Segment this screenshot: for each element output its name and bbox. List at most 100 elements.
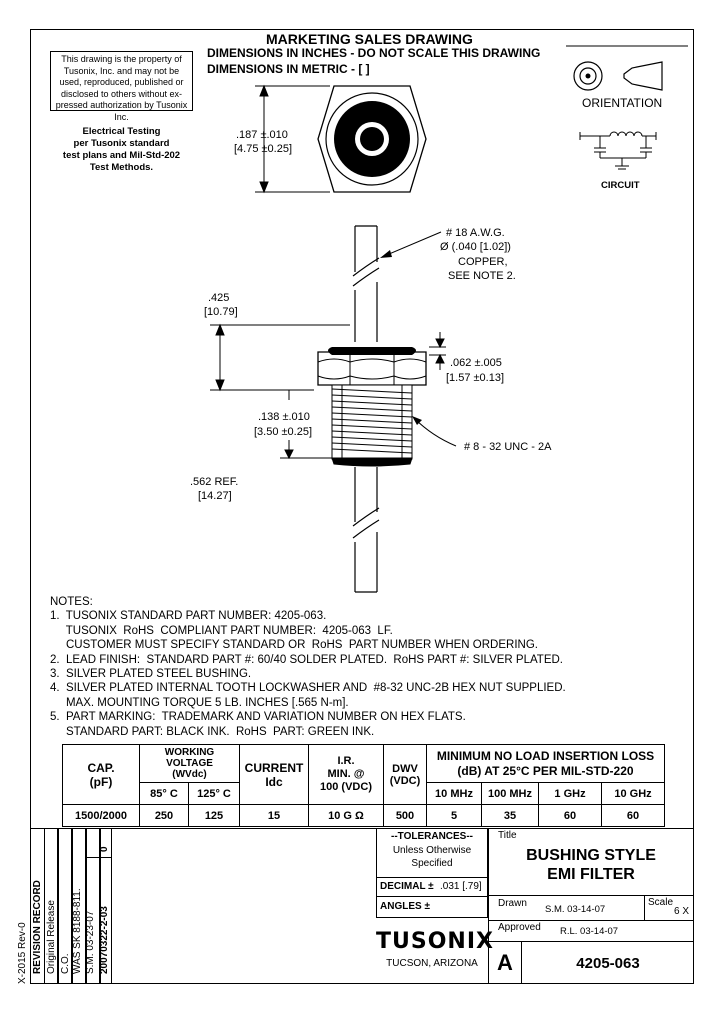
table-cell: 125 <box>188 804 240 827</box>
table-cell: 60 <box>538 804 602 827</box>
insertion-loss-header: MINIMUM NO LOAD INSERTION LOSS(dB) AT 25… <box>426 744 665 783</box>
scale-value: 6 X <box>674 906 690 917</box>
freq-1ghz-header: 1 GHz <box>538 782 602 805</box>
drawing-size: A <box>497 950 513 975</box>
temp-125-header: 125° C <box>188 782 240 805</box>
lead-callout-3: COPPER, <box>458 256 508 268</box>
hex-dim-mm: [4.75 ±0.25] <box>234 143 293 155</box>
decimal-label: DECIMAL ± <box>380 881 434 892</box>
note-line: 3. SILVER PLATED STEEL BUSHING. <box>50 668 252 681</box>
hex-dim-in: .187 ±.010 <box>236 129 288 141</box>
note-line: 2. LEAD FINISH: STANDARD PART #: 60/40 S… <box>50 653 563 666</box>
revision-col <box>72 828 86 984</box>
note-line: 5. PART MARKING: TRADEMARK AND VARIATION… <box>50 711 466 724</box>
size-box <box>488 941 522 984</box>
notes-heading: NOTES: <box>50 596 93 608</box>
table-cell: 10 G Ω <box>308 804 384 827</box>
table-cell: 500 <box>383 804 427 827</box>
lead-dim-in: .425 <box>208 292 230 304</box>
tolerances-specified: Specified <box>411 858 453 869</box>
orientation-circuit-graphic <box>566 45 688 170</box>
notice-line: This drawing is the property of <box>61 54 182 64</box>
lead-dimension-lines <box>210 323 350 392</box>
dimensions-inches-note: DIMENSIONS IN INCHES - DO NOT SCALE THIS… <box>207 46 541 60</box>
title-label: Title <box>498 830 517 841</box>
freq-100mhz-header: 100 MHz <box>481 782 539 805</box>
note-line: STANDARD PART: BLACK INK. RoHS PART: GRE… <box>50 725 375 738</box>
orientation-label: ORIENTATION <box>582 96 663 110</box>
company-city: TUCSON, ARIZONA <box>386 958 478 969</box>
bushing-part-drawing <box>210 84 457 593</box>
note-line: TUSONIX RoHS COMPLIANT PART NUMBER: 4205… <box>50 624 393 637</box>
hex-dimension-lines <box>255 84 330 194</box>
flat-dim-mm: [1.57 ±0.13] <box>446 372 505 384</box>
temp-85-header: 85° C <box>139 782 189 805</box>
table-cell: 15 <box>239 804 309 827</box>
form-number: X-2015 Rev-0 <box>17 922 28 984</box>
cap-header: CAP.(pF) <box>62 744 140 805</box>
notice-line: Tusonix, Inc. and may not be <box>63 65 180 76</box>
drawn-value: S.M. 03-14-07 <box>545 904 606 915</box>
part-number: 4205-063 <box>576 955 640 972</box>
part-title-2: EMI FILTER <box>547 866 635 883</box>
notice-line: disclosed to others without ex- <box>60 88 183 99</box>
thread-dim-in: .138 ±.010 <box>258 411 310 423</box>
revision-desc-1: Original Release <box>46 900 57 974</box>
angles-label: ANGLES ± <box>380 901 430 912</box>
flat-dimension-lines <box>429 332 446 370</box>
note-line: MAX. MOUNTING TORQUE 5 LB. INCHES [.565 … <box>50 696 349 709</box>
thread-callout: # 8 - 32 UNC - 2A <box>464 441 552 453</box>
orientation-side-view-icon <box>623 61 663 91</box>
table-cell: 5 <box>426 804 482 827</box>
note-line: 4. SILVER PLATED INTERNAL TOOTH LOCKWASH… <box>50 682 566 695</box>
revision-desc-2: C.O. <box>60 953 71 974</box>
drawing-title: MARKETING SALES DRAWING <box>266 31 473 47</box>
circuit-schematic-icon <box>579 131 657 170</box>
lead-callout-4: SEE NOTE 2. <box>448 270 516 282</box>
ir-header: I.R.MIN. @100 (VDC) <box>308 744 384 805</box>
threaded-section <box>331 384 413 467</box>
notice-line: pressed authorization by Tusonix Inc. <box>55 100 188 122</box>
electrical-testing-note: Electrical Testing per Tusonix standard … <box>50 126 193 174</box>
upper-lead <box>352 225 380 342</box>
table-cell: 60 <box>601 804 665 827</box>
thread-dim-mm: [3.50 ±0.25] <box>254 426 313 438</box>
approved-value: R.L. 03-14-07 <box>560 926 619 937</box>
company-logo: TUSONIX <box>376 929 494 954</box>
table-cell: 250 <box>139 804 189 827</box>
property-notice: This drawing is the property of Tusonix,… <box>50 51 193 122</box>
dwv-header: DWV(VDC) <box>383 744 427 805</box>
lead-callout-1: # 18 A.W.G. <box>446 227 505 239</box>
revision-date: S.M. 03-23-07 <box>85 910 96 974</box>
testing-line: test plans and Mil-Std-202 <box>62 150 181 161</box>
hex-end-view <box>317 85 427 193</box>
approved-box <box>488 920 694 942</box>
ref-dim-in: .562 REF. <box>190 476 239 488</box>
notice-line: used, reproduced, published or <box>59 77 184 87</box>
angles-box <box>376 896 488 918</box>
part-title-1: BUSHING STYLE <box>526 847 656 864</box>
revision-record-header: REVISION RECORD <box>32 880 43 974</box>
tolerances-unless: Unless Otherwise <box>392 845 472 856</box>
lead-callout-2: Ø (.040 [1.02]) <box>440 241 511 253</box>
testing-line: Electrical Testing <box>82 126 161 137</box>
revision-rev-box <box>86 828 112 858</box>
ref-dim-mm: [14.27] <box>198 490 232 502</box>
revision-col <box>58 828 72 984</box>
note-line: 1. TUSONIX STANDARD PART NUMBER: 4205-06… <box>50 610 327 623</box>
revision-col <box>44 828 58 984</box>
notes-section: NOTES: 1. TUSONIX STANDARD PART NUMBER: … <box>50 595 566 739</box>
drawn-label: Drawn <box>498 898 527 909</box>
lower-lead <box>352 467 380 593</box>
hex-side-view <box>317 347 427 386</box>
revision-co-number: 20070322-2-03 <box>99 906 110 974</box>
table-cell: 1500/2000 <box>62 804 140 827</box>
testing-line: per Tusonix standard <box>73 138 170 149</box>
revision-letter: 0 <box>99 846 110 852</box>
flat-dim-in: .062 ±.005 <box>450 357 502 369</box>
testing-line: Test Methods. <box>89 162 154 173</box>
note-line: CUSTOMER MUST SPECIFY STANDARD OR RoHS P… <box>50 639 538 652</box>
